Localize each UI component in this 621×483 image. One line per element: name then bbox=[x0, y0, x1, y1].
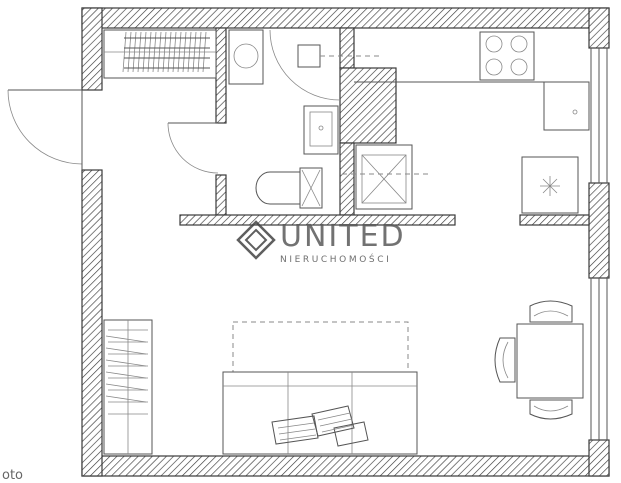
wall-bottom bbox=[81, 455, 610, 477]
kitchen-counter bbox=[354, 81, 590, 131]
outer-walls bbox=[81, 7, 610, 477]
chair-bottom bbox=[529, 399, 573, 420]
hangers-top bbox=[122, 31, 210, 73]
kitchen-sink bbox=[521, 156, 579, 214]
wall-bath-right-top bbox=[339, 27, 355, 69]
chair-top bbox=[529, 300, 573, 323]
wall-top bbox=[81, 7, 610, 29]
chair-left bbox=[494, 337, 516, 383]
window-upper bbox=[590, 48, 608, 183]
dining-table bbox=[516, 323, 584, 399]
sofa-pillows bbox=[271, 405, 369, 447]
wall-bath-right-low bbox=[339, 142, 355, 216]
wall-partition-horizontal bbox=[179, 214, 456, 226]
toilet bbox=[255, 167, 323, 209]
interior-walls bbox=[179, 27, 590, 226]
watermark-logo: UNITED NIERUCHOMOŚCI bbox=[236, 219, 406, 265]
sofa-bed bbox=[222, 321, 418, 455]
diamond-icon bbox=[236, 220, 276, 260]
wall-right-top bbox=[588, 7, 610, 49]
window-lower bbox=[590, 278, 608, 440]
cooktop bbox=[479, 31, 535, 81]
brand-name: UNITED bbox=[280, 219, 406, 254]
wall-shaft bbox=[339, 67, 397, 144]
dining-set bbox=[494, 300, 584, 420]
bathroom-door bbox=[167, 122, 219, 174]
site-watermark-fragment: oto bbox=[2, 468, 23, 483]
wall-right-bottom bbox=[588, 439, 610, 477]
sofa-extended-outline bbox=[232, 321, 409, 377]
bathroom-sink bbox=[303, 105, 339, 155]
shower bbox=[342, 144, 430, 210]
entrance-door bbox=[7, 89, 83, 170]
wall-left-lower bbox=[81, 169, 103, 477]
wall-partition-right bbox=[519, 214, 590, 226]
wall-hall-divider bbox=[215, 27, 227, 124]
wall-left-upper bbox=[81, 7, 103, 91]
sofa-body bbox=[222, 371, 418, 455]
wall-right-mid bbox=[588, 182, 610, 279]
wardrobe-top bbox=[103, 29, 217, 79]
wardrobe-bottom bbox=[103, 319, 153, 455]
brand-sub: NIERUCHOMOŚCI bbox=[280, 253, 391, 265]
sink-round bbox=[269, 29, 380, 101]
wall-bath-left-low bbox=[215, 174, 227, 216]
washing-machine bbox=[228, 29, 264, 85]
